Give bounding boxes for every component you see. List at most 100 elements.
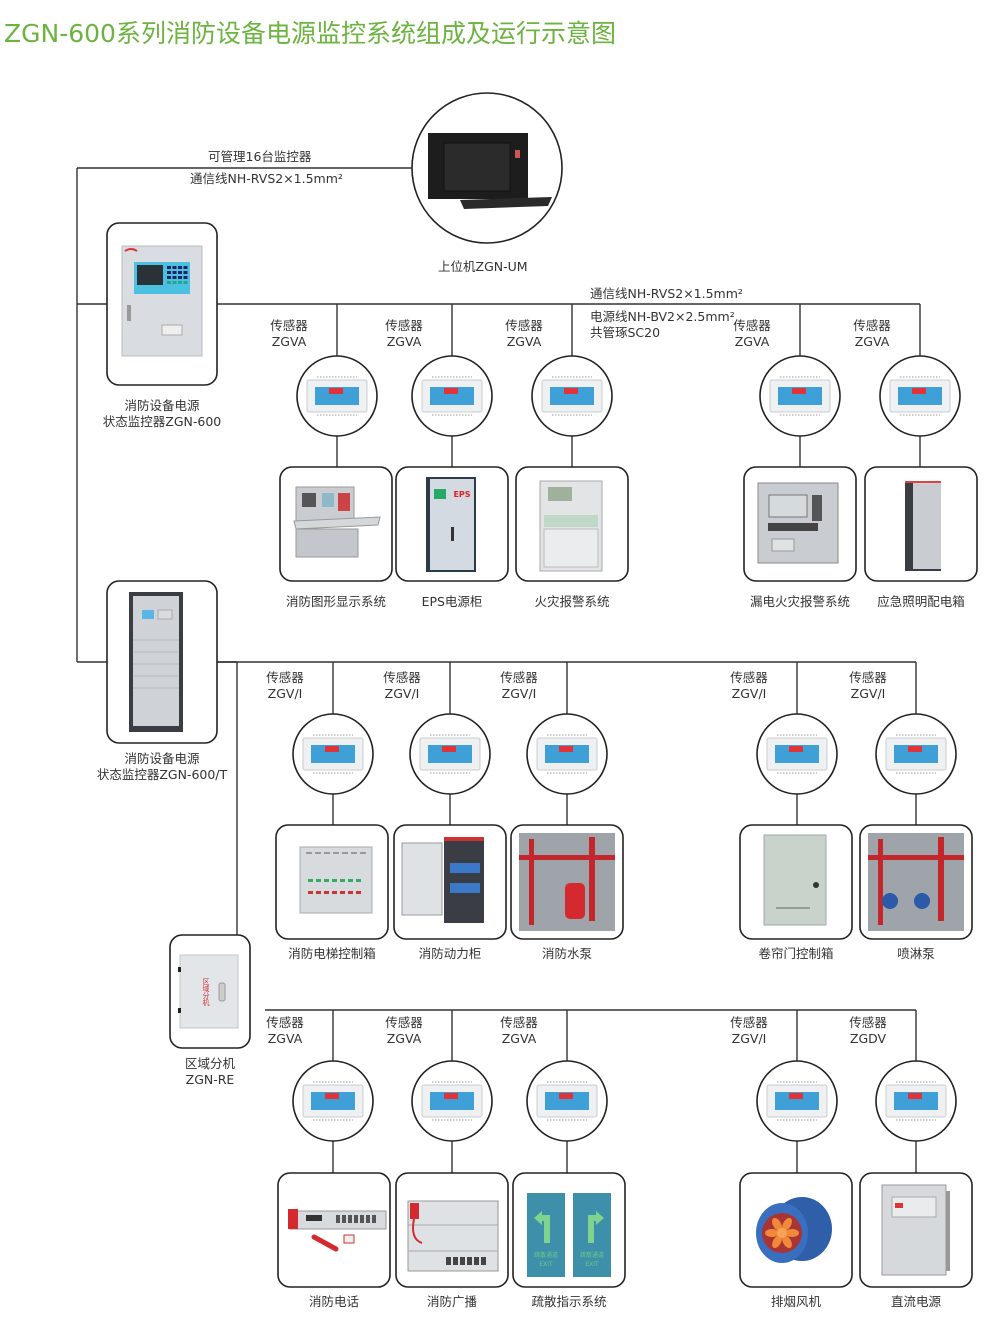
dc-power-icon	[881, 1184, 950, 1276]
console-icon	[293, 486, 381, 558]
sensor-module-icon	[302, 734, 364, 774]
equipment-label: 漏电火灾报警系统	[750, 594, 850, 609]
equipment-label: 直流电源	[891, 1294, 942, 1309]
host-link-note-capacity: 可管理16台监控器	[208, 149, 312, 164]
sub-cabinet-panel-text: 区域分机	[202, 978, 210, 1007]
sensor-module-icon	[885, 734, 947, 774]
sensor-model: ZGVA	[507, 334, 542, 349]
sensor-label: 传感器	[385, 318, 423, 333]
tall-cabinet-icon	[905, 481, 941, 571]
computer-icon	[428, 133, 552, 209]
equipment-label: 消防动力柜	[419, 946, 482, 961]
exit-sign-en: EXIT	[585, 1261, 599, 1268]
cabinet-icon: 区域分机	[178, 954, 239, 1029]
sensor-label: 传感器	[853, 318, 891, 333]
controller-label-line1: 消防设备电源	[124, 751, 200, 766]
page-title: ZGN-600系列消防设备电源监控系统组成及运行示意图	[4, 19, 616, 48]
sensor-model: ZGDV	[850, 1031, 887, 1046]
equipment-label: 火灾报警系统	[534, 594, 609, 609]
sensor-module-icon	[766, 734, 828, 774]
bus-note-comm: 通信线NH-RVS2×1.5mm²	[590, 286, 743, 301]
sensor-label: 传感器	[383, 670, 421, 685]
sensor-module-icon	[302, 1081, 364, 1121]
sensor-module-icon	[419, 734, 481, 774]
controller-label-line1: 区域分机	[185, 1056, 236, 1071]
exit-sign-en: EXIT	[539, 1261, 553, 1268]
controller-label-line1: 消防设备电源	[124, 398, 200, 413]
sensor-label: 传感器	[733, 318, 771, 333]
equipment-label: 卷帘门控制箱	[758, 946, 833, 961]
sensor-module-icon	[766, 1081, 828, 1121]
sensor-model: ZGVA	[735, 334, 770, 349]
sensor-label: 传感器	[500, 670, 538, 685]
leak-panel-icon	[757, 482, 839, 564]
sensor-module-icon	[536, 1081, 598, 1121]
exit-sign-text: 疏散通道	[534, 1251, 558, 1259]
sensor-model: ZGVA	[268, 1031, 303, 1046]
controllers: 消防设备电源状态监控器ZGN-600消防设备电源状态监控器ZGN-600/T区域…	[97, 222, 251, 1087]
sprinkler-room-icon	[868, 833, 964, 931]
sensor-model: ZGVA	[502, 1031, 537, 1046]
pump-room-icon	[519, 833, 615, 931]
sensor-module-icon	[536, 734, 598, 774]
sensor-module-icon	[421, 1081, 483, 1121]
sensor-module-icon	[769, 376, 831, 416]
power-cabinet-icon	[401, 837, 484, 923]
cable-notes: 可管理16台监控器 通信线NH-RVS2×1.5mm² 通信线NH-RVS2×1…	[190, 149, 743, 340]
device-rows: 传感器ZGVA消防图形显示系统传感器ZGVAEPSEPS电源柜传感器ZGVA火灾…	[266, 318, 978, 1309]
equipment-label: 消防图形显示系统	[286, 594, 386, 609]
sensor-label: 传感器	[730, 670, 768, 685]
sensor-label: 传感器	[849, 1015, 887, 1030]
sensor-label: 传感器	[505, 318, 543, 333]
sensor-model: ZGV/I	[502, 686, 537, 701]
sensor-label: 传感器	[266, 1015, 304, 1030]
sensor-label: 传感器	[730, 1015, 768, 1030]
sensor-model: ZGV/I	[268, 686, 303, 701]
controller-label-line2: 状态监控器ZGN-600/T	[97, 767, 228, 782]
bus-note-conduit: 共管琢SC20	[590, 325, 660, 340]
sensor-module-icon	[421, 376, 483, 416]
bus-note-power: 电源线NH-BV2×2.5mm²	[590, 309, 735, 324]
device-row: 传感器ZGV/I消防电梯控制箱传感器ZGV/I消防动力柜传感器ZGV/I消防水泵…	[266, 670, 973, 961]
equipment-label: 疏散指示系统	[531, 1294, 606, 1309]
sensor-label: 传感器	[266, 670, 304, 685]
host-link-note-cable: 通信线NH-RVS2×1.5mm²	[190, 171, 343, 186]
equipment-label: 消防电话	[309, 1294, 359, 1309]
cabinet-icon	[121, 245, 203, 357]
device-row: 传感器ZGVA消防电话传感器ZGVA消防广播传感器ZGVA疏散通道EXIT疏散通…	[266, 1015, 973, 1309]
equipment-label: 喷淋泵	[897, 946, 935, 961]
host-label: 上位机ZGN-UM	[438, 259, 528, 274]
cabinet-icon	[129, 592, 183, 732]
equipment-label: 消防广播	[427, 1294, 478, 1309]
host-computer-node[interactable]	[411, 92, 563, 244]
eps-panel-text: EPS	[453, 490, 470, 499]
broadcast-icon	[407, 1200, 499, 1272]
sensor-label: 传感器	[270, 318, 308, 333]
phone-icon	[288, 1209, 387, 1252]
controller-label-line2: ZGN-RE	[186, 1072, 235, 1087]
elevator-box-icon	[299, 846, 373, 914]
sensor-model: ZGVA	[272, 334, 307, 349]
equipment-label: 应急照明配电箱	[877, 594, 965, 609]
sensor-model: ZGVA	[387, 1031, 422, 1046]
